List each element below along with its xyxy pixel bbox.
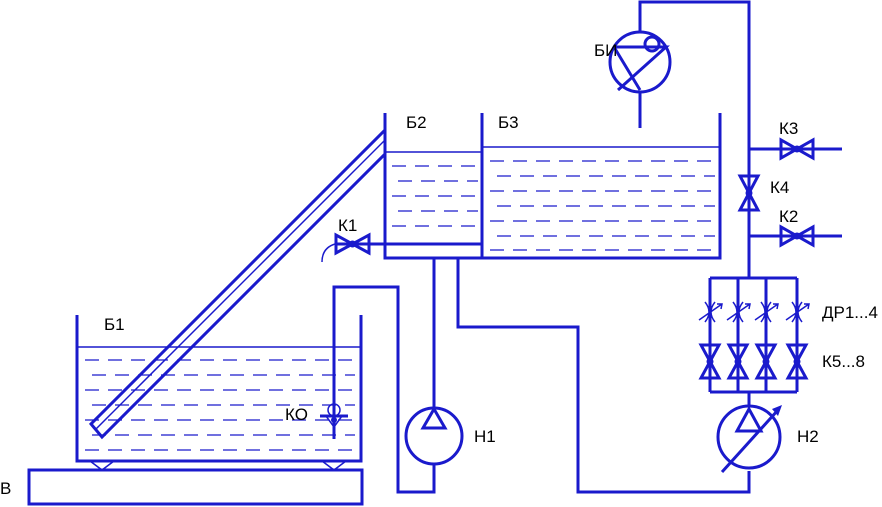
label-ko: КО: [285, 405, 308, 424]
valve-k4: [737, 174, 761, 212]
tank-b2: [383, 113, 482, 260]
riser-to-bi: [638, 0, 751, 258]
label-b3: Б3: [498, 113, 519, 132]
label-v: В: [0, 479, 11, 498]
valve-k3: [749, 137, 842, 161]
label-b2: Б2: [406, 113, 427, 132]
label-n1: Н1: [474, 427, 496, 446]
pump-n2-symbol: [716, 404, 782, 474]
tank-b1-foot-right: [321, 460, 347, 471]
tank-b3: [480, 113, 722, 260]
check-valve-ko: [320, 403, 348, 439]
inclined-chute: [88, 128, 387, 440]
label-dr: ДР1...4: [822, 303, 878, 322]
label-k3: К3: [779, 119, 798, 138]
valve-k1: [321, 232, 385, 263]
tank-b1: [75, 315, 363, 463]
label-bi: БИ: [594, 41, 617, 60]
pump-n1-symbol: [404, 406, 464, 466]
device-bi: [608, 30, 672, 128]
label-k58: К5...8: [822, 352, 865, 371]
pipe-b2-to-n2: [456, 258, 751, 494]
valve-k2: [749, 224, 842, 248]
label-n2: Н2: [797, 427, 819, 446]
manifold-restrictors-valves: [698, 258, 810, 406]
pipe-b2-to-b1-via-n1: [332, 258, 436, 494]
tank-b1-foot-left: [89, 460, 115, 471]
label-b1: Б1: [104, 315, 125, 334]
label-k4: К4: [770, 178, 789, 197]
base-plate: [27, 468, 364, 506]
label-k1: К1: [338, 216, 357, 235]
label-k2: К2: [779, 207, 798, 226]
